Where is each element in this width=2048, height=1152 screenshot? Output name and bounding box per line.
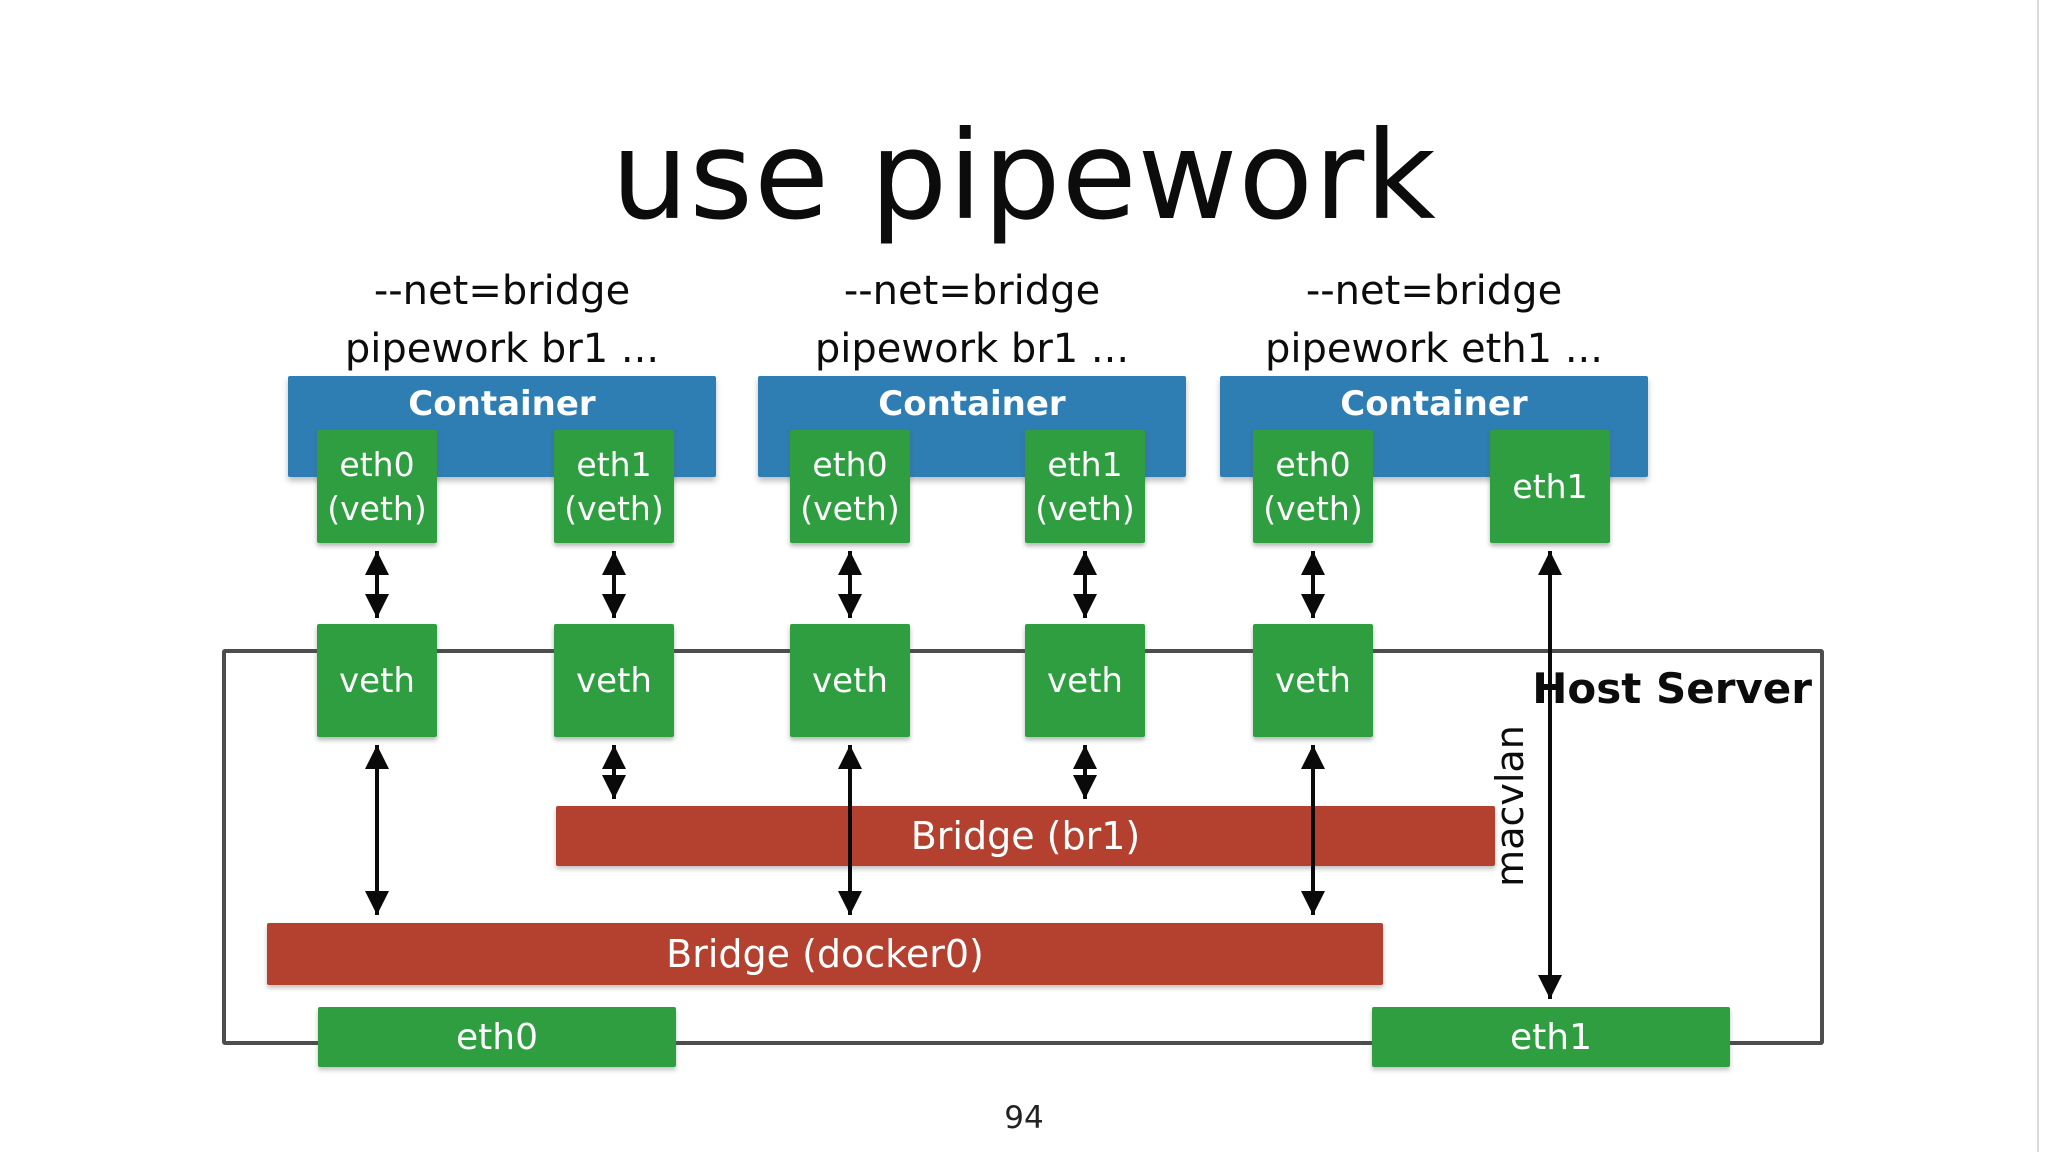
column-label-3-line1: --net=bridge: [1305, 268, 1563, 314]
container-1-eth1-box: eth1 (veth): [554, 430, 674, 543]
veth-box-4: veth: [1025, 624, 1145, 737]
container-2-eth0-box: eth0 (veth): [790, 430, 910, 543]
container-1-eth1-sub: (veth): [564, 488, 664, 528]
column-label-2: --net=bridge pipework br1 ...: [712, 262, 1232, 378]
column-label-2-line2: pipework br1 ...: [814, 326, 1130, 372]
container-1-label: Container: [408, 384, 596, 424]
container-1-eth0-name: eth0: [339, 444, 415, 484]
container-1-eth1-name: eth1: [576, 444, 652, 484]
container-2-eth0-name: eth0: [812, 444, 888, 484]
host-eth1-label: eth1: [1510, 1016, 1592, 1058]
container-3-eth1-box: eth1: [1490, 430, 1610, 543]
bridge-br1-label: Bridge (br1): [910, 814, 1141, 858]
bridge-docker0-label: Bridge (docker0): [666, 932, 984, 976]
macvlan-label: macvlan: [1488, 725, 1532, 887]
slide-edge-line: [2037, 0, 2039, 1152]
slide-title: use pipework: [611, 105, 1437, 247]
host-server-label: Host Server: [1532, 664, 1812, 713]
column-label-1: --net=bridge pipework br1 ...: [242, 262, 762, 378]
container-2-label: Container: [878, 384, 1066, 424]
column-label-1-line1: --net=bridge: [373, 268, 631, 314]
host-eth1-bar: eth1: [1372, 1007, 1730, 1067]
container-1-eth0-sub: (veth): [327, 488, 427, 528]
host-eth0-label: eth0: [456, 1016, 538, 1058]
container-2-eth0-sub: (veth): [800, 488, 900, 528]
container-3-eth0-name: eth0: [1275, 444, 1351, 484]
bridge-docker0-bar: Bridge (docker0): [267, 923, 1383, 985]
container-3-eth1-name: eth1: [1512, 466, 1588, 506]
veth-box-2: veth: [554, 624, 674, 737]
container-2-eth1-name: eth1: [1047, 444, 1123, 484]
container-3-label: Container: [1340, 384, 1528, 424]
container-3-eth0-sub: (veth): [1263, 488, 1363, 528]
host-server-box: [222, 649, 1824, 1045]
column-label-3: --net=bridge pipework eth1 ...: [1174, 262, 1694, 378]
container-2-eth1-sub: (veth): [1035, 488, 1135, 528]
veth-box-5: veth: [1253, 624, 1373, 737]
column-label-1-line2: pipework br1 ...: [344, 326, 660, 372]
bridge-br1-bar: Bridge (br1): [556, 806, 1495, 866]
container-3-eth0-box: eth0 (veth): [1253, 430, 1373, 543]
host-eth0-bar: eth0: [318, 1007, 676, 1067]
column-label-3-line2: pipework eth1 ...: [1265, 326, 1603, 372]
column-label-2-line1: --net=bridge: [843, 268, 1101, 314]
container-2-eth1-box: eth1 (veth): [1025, 430, 1145, 543]
veth-box-3: veth: [790, 624, 910, 737]
container-1-eth0-box: eth0 (veth): [317, 430, 437, 543]
page-number: 94: [1004, 1100, 1044, 1136]
veth-box-1: veth: [317, 624, 437, 737]
